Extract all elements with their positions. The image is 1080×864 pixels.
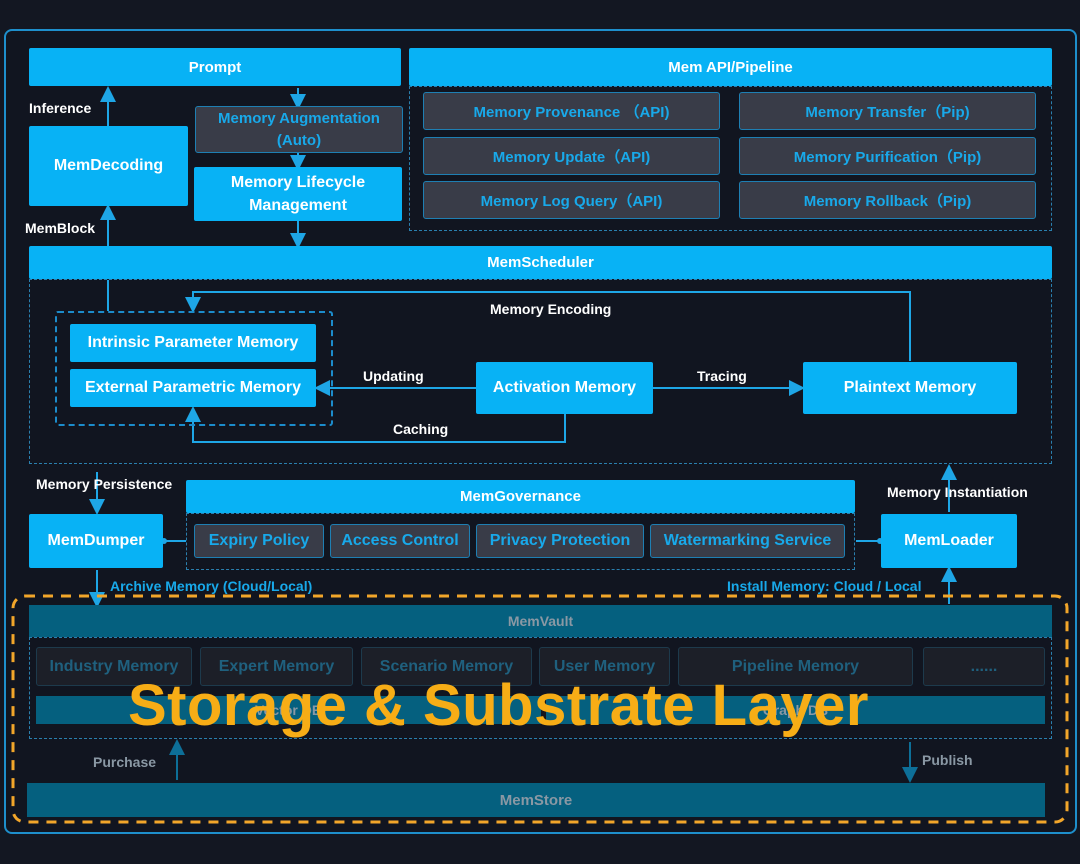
memory-augmentation-box: Memory Augmentation (Auto) xyxy=(195,106,403,153)
memscheduler-header: MemScheduler xyxy=(29,246,1052,279)
augmentation-line2: (Auto) xyxy=(276,131,322,149)
governance-item-access-control: Access Control xyxy=(330,524,470,558)
updating-label: Updating xyxy=(363,368,424,384)
api-item-log-query: Memory Log Query（API) xyxy=(423,181,720,219)
memory-persistence-label: Memory Persistence xyxy=(36,476,173,492)
memory-encoding-label: Memory Encoding xyxy=(490,301,612,317)
intrinsic-parameter-memory-box: Intrinsic Parameter Memory xyxy=(70,324,316,362)
memory-lifecycle-box: Memory Lifecycle Management xyxy=(194,167,402,221)
external-parametric-memory-box: External Parametric Memory xyxy=(70,369,316,407)
prompt-box: Prompt xyxy=(29,48,401,86)
memvault-header: MemVault xyxy=(29,605,1052,637)
lifecycle-line1: Memory Lifecycle xyxy=(230,174,366,191)
api-item-provenance: Memory Provenance （API) xyxy=(423,92,720,130)
api-pipeline-container xyxy=(409,86,1052,231)
api-item-update: Memory Update（API) xyxy=(423,137,720,175)
purchase-label: Purchase xyxy=(93,754,157,770)
parametric-memory-group xyxy=(55,311,333,426)
memstore-bar: MemStore xyxy=(27,783,1045,817)
vault-item-more: ...... xyxy=(923,647,1045,686)
tracing-label: Tracing xyxy=(697,368,747,384)
memgovernance-header: MemGovernance xyxy=(186,480,855,513)
api-item-purification: Memory Purification（Pip) xyxy=(739,137,1036,175)
augmentation-line1: Memory Augmentation xyxy=(218,109,380,127)
memdumper-box: MemDumper xyxy=(29,514,163,568)
governance-item-expiry-policy: Expiry Policy xyxy=(194,524,324,558)
storage-substrate-layer-title: Storage & Substrate Layer xyxy=(128,673,869,738)
caching-label: Caching xyxy=(393,421,449,437)
memblock-label: MemBlock xyxy=(25,220,96,236)
plaintext-memory-box: Plaintext Memory xyxy=(803,362,1017,414)
inference-label: Inference xyxy=(29,100,92,116)
governance-item-watermarking-service: Watermarking Service xyxy=(650,524,845,558)
scheduler-container xyxy=(29,279,1052,464)
mem-api-pipeline-header: Mem API/Pipeline xyxy=(409,48,1052,86)
api-item-transfer: Memory Transfer（Pip) xyxy=(739,92,1036,130)
install-memory-label: Install Memory: Cloud / Local xyxy=(727,578,922,594)
governance-item-privacy-protection: Privacy Protection xyxy=(476,524,644,558)
publish-label: Publish xyxy=(922,752,973,768)
archive-memory-label: Archive Memory (Cloud/Local) xyxy=(110,578,313,594)
api-item-rollback: Memory Rollback（Pip) xyxy=(739,181,1036,219)
memloader-box: MemLoader xyxy=(881,514,1017,568)
memdecoding-box: MemDecoding xyxy=(29,126,188,206)
governance-container xyxy=(186,513,855,570)
activation-memory-box: Activation Memory xyxy=(476,362,653,414)
lifecycle-line2: Management xyxy=(249,197,347,214)
memory-instantiation-label: Memory Instantiation xyxy=(887,484,1028,500)
